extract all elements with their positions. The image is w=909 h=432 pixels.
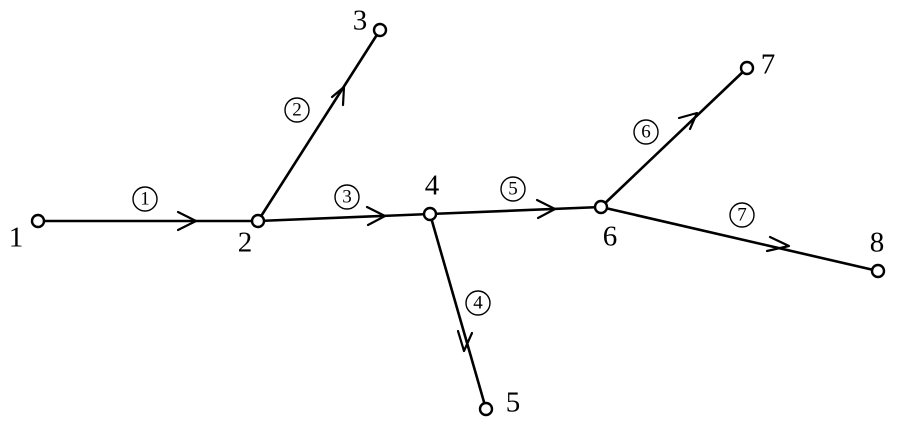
edge-label-e7: 7	[737, 205, 747, 226]
node-label-4: 4	[425, 170, 440, 202]
edge-arrow-e7	[765, 235, 791, 253]
node-6: 6	[593, 199, 618, 253]
node-circle-3	[372, 22, 388, 38]
edge-line-e2	[256, 29, 382, 222]
node-circle-5	[478, 401, 494, 417]
node-circle-6	[593, 199, 609, 215]
edge-e2: 2	[256, 29, 382, 222]
edge-label-e4: 4	[473, 293, 483, 314]
node-2: 2	[238, 213, 266, 259]
node-8: 8	[870, 227, 886, 279]
edge-arrow-e3	[365, 205, 387, 227]
edge-label-e3: 3	[342, 187, 352, 208]
edge-badge-e3	[334, 184, 360, 210]
edge-badge-e7	[729, 202, 755, 228]
edge-e4: 4	[428, 213, 491, 410]
node-circle-1	[30, 213, 46, 229]
edge-label-e1: 1	[140, 189, 150, 210]
edge-arrow-e1	[176, 210, 198, 232]
edge-e7: 7	[600, 202, 879, 273]
edge-badge-e4	[465, 290, 491, 316]
edge-arrow-e6	[677, 111, 699, 131]
node-5: 5	[478, 387, 521, 419]
edge-line-e3	[257, 212, 431, 223]
node-label-5: 5	[506, 387, 521, 419]
edge-arrow-e4	[456, 329, 474, 353]
edge-line-e5	[429, 205, 602, 216]
node-label-3: 3	[353, 5, 368, 37]
edge-e3: 3	[257, 184, 431, 227]
edge-badge-e5	[500, 176, 526, 202]
node-circle-7	[739, 60, 755, 76]
node-circle-8	[870, 263, 886, 279]
edge-line-e6	[600, 67, 748, 208]
edge-badge-e1	[132, 186, 158, 212]
edge-e6: 6	[600, 67, 748, 208]
node-label-1: 1	[9, 222, 24, 254]
node-circle-4	[422, 206, 438, 222]
node-label-8: 8	[870, 227, 885, 259]
edge-arrow-e2	[330, 85, 346, 107]
node-7: 7	[739, 49, 776, 81]
edge-arrow-e5	[535, 198, 557, 220]
edge-line-e4	[428, 213, 488, 410]
node-label-6: 6	[603, 221, 618, 253]
edge-badge-e6	[633, 119, 659, 145]
node-1: 1	[9, 213, 46, 254]
node-label-2: 2	[238, 227, 253, 259]
edge-e1: 1	[38, 186, 258, 232]
node-label-7: 7	[761, 49, 776, 81]
node-3: 3	[353, 5, 388, 38]
node-circle-2	[250, 213, 266, 229]
edge-label-e2: 2	[292, 100, 302, 121]
edge-label-e5: 5	[508, 179, 518, 200]
edge-e5: 5	[429, 176, 602, 220]
edge-label-e6: 6	[641, 122, 651, 143]
edge-line-e7	[600, 205, 879, 273]
node-4: 4	[422, 170, 440, 222]
edge-badge-e2	[284, 97, 310, 123]
